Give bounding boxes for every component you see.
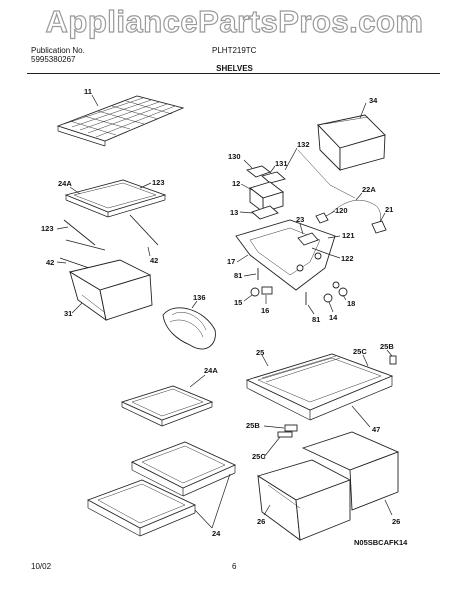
callout-132: 132 [297,140,310,149]
humidity-control-drawing [162,307,216,350]
callout-81-a: 81 [234,271,242,280]
callout-12: 12 [232,179,240,188]
callout-21: 21 [385,205,393,214]
callout-25c-b: 25C [252,452,266,461]
callout-122: 122 [341,254,354,263]
callout-42-a: 42 [46,258,54,267]
wire-shelf-drawing [56,95,185,147]
callout-25: 25 [256,348,264,357]
leader-12 [240,183,253,191]
callout-34: 34 [369,96,378,105]
callout-47: 47 [372,425,380,434]
leader-130 [243,159,253,169]
callout-81-b: 81 [312,315,320,324]
callout-31: 31 [64,309,72,318]
callout-23: 23 [296,215,304,224]
leader-81-a [243,273,257,277]
crisper-drawers-large-drawing [256,431,400,541]
callout-11: 11 [84,87,92,96]
leader-11 [91,94,99,107]
control-housing-drawing [235,165,336,291]
leader-23 [299,223,304,235]
leader-34 [359,102,367,119]
glass-shelf-mid-drawing [120,385,214,427]
leader-42-a [56,261,67,264]
leader-81-b [307,304,315,315]
callout-13: 13 [230,208,238,217]
header-rule [27,73,440,74]
publication-number: 5995380267 [31,55,76,64]
callout-26-a: 26 [257,517,265,526]
leader-121 [327,235,341,239]
leader-17 [236,254,249,263]
callout-131: 131 [275,159,288,168]
callout-136: 136 [193,293,206,302]
leader-25b-a [386,349,393,357]
callout-130: 130 [228,152,241,161]
leader-25c-b [263,436,281,458]
footer-date: 10/02 [31,562,52,571]
callout-24: 24 [212,529,221,538]
leader-123-a [139,182,152,189]
callout-120: 120 [335,206,348,215]
glass-shelf-top-drawing [64,179,167,218]
callout-17: 17 [227,257,235,266]
crisper-cover-drawing [245,353,397,438]
leader-21 [379,212,386,223]
callout-18: 18 [347,299,355,308]
leader-122 [327,253,341,259]
callout-25b-b: 25B [246,421,260,430]
leader-31 [71,302,83,314]
wire-harness-line [297,149,356,199]
leader-42-b [147,246,151,257]
leader-25 [261,354,269,367]
leader-14 [328,301,334,313]
leader-15 [243,294,253,302]
footer-page-number: 6 [232,562,237,571]
leader-25b-b [263,425,285,429]
leader-24-b [211,473,231,529]
section-title: SHELVES [216,64,253,73]
callout-25b-a: 25B [380,342,394,351]
callout-123-a: 123 [152,178,165,187]
leader-18 [342,294,347,301]
callout-26-b: 26 [392,517,400,526]
watermark: AppliancePartsPros.com [45,3,424,39]
small-parts-drawing [250,268,348,305]
callout-24a-mid: 24A [204,366,218,375]
leader-131 [269,165,276,174]
leader-26-a [263,504,271,516]
leader-132 [284,147,298,171]
callout-16: 16 [261,306,269,315]
slide-rails-drawing [59,214,159,271]
door-bin-drawing [317,114,386,172]
leader-25c-a [362,354,369,367]
leader-47 [351,405,371,428]
publication-label: Publication No. [31,46,85,55]
leader-22a [355,192,363,201]
leader-13 [239,211,254,214]
crisper-drawer-small-drawing [68,259,153,322]
leader-136 [191,300,198,309]
callout-121: 121 [342,231,355,240]
callout-14: 14 [329,313,338,322]
callout-15: 15 [234,298,242,307]
leader-26-b [384,499,393,516]
leader-123-b [56,226,69,230]
model-number: PLHT219TC [212,46,257,55]
diagram-code: N05SBCAFK14 [354,538,408,547]
callout-24a-top: 24A [58,179,72,188]
leader-24-a [194,509,213,529]
slide-shelf-frames-drawing [86,441,237,537]
leader-24a-top [69,186,81,195]
callout-123-b: 123 [41,224,54,233]
leader-24a-mid [189,374,206,388]
callout-42-b: 42 [150,256,158,265]
callout-22a: 22A [362,185,376,194]
callout-25c-a: 25C [353,347,367,356]
